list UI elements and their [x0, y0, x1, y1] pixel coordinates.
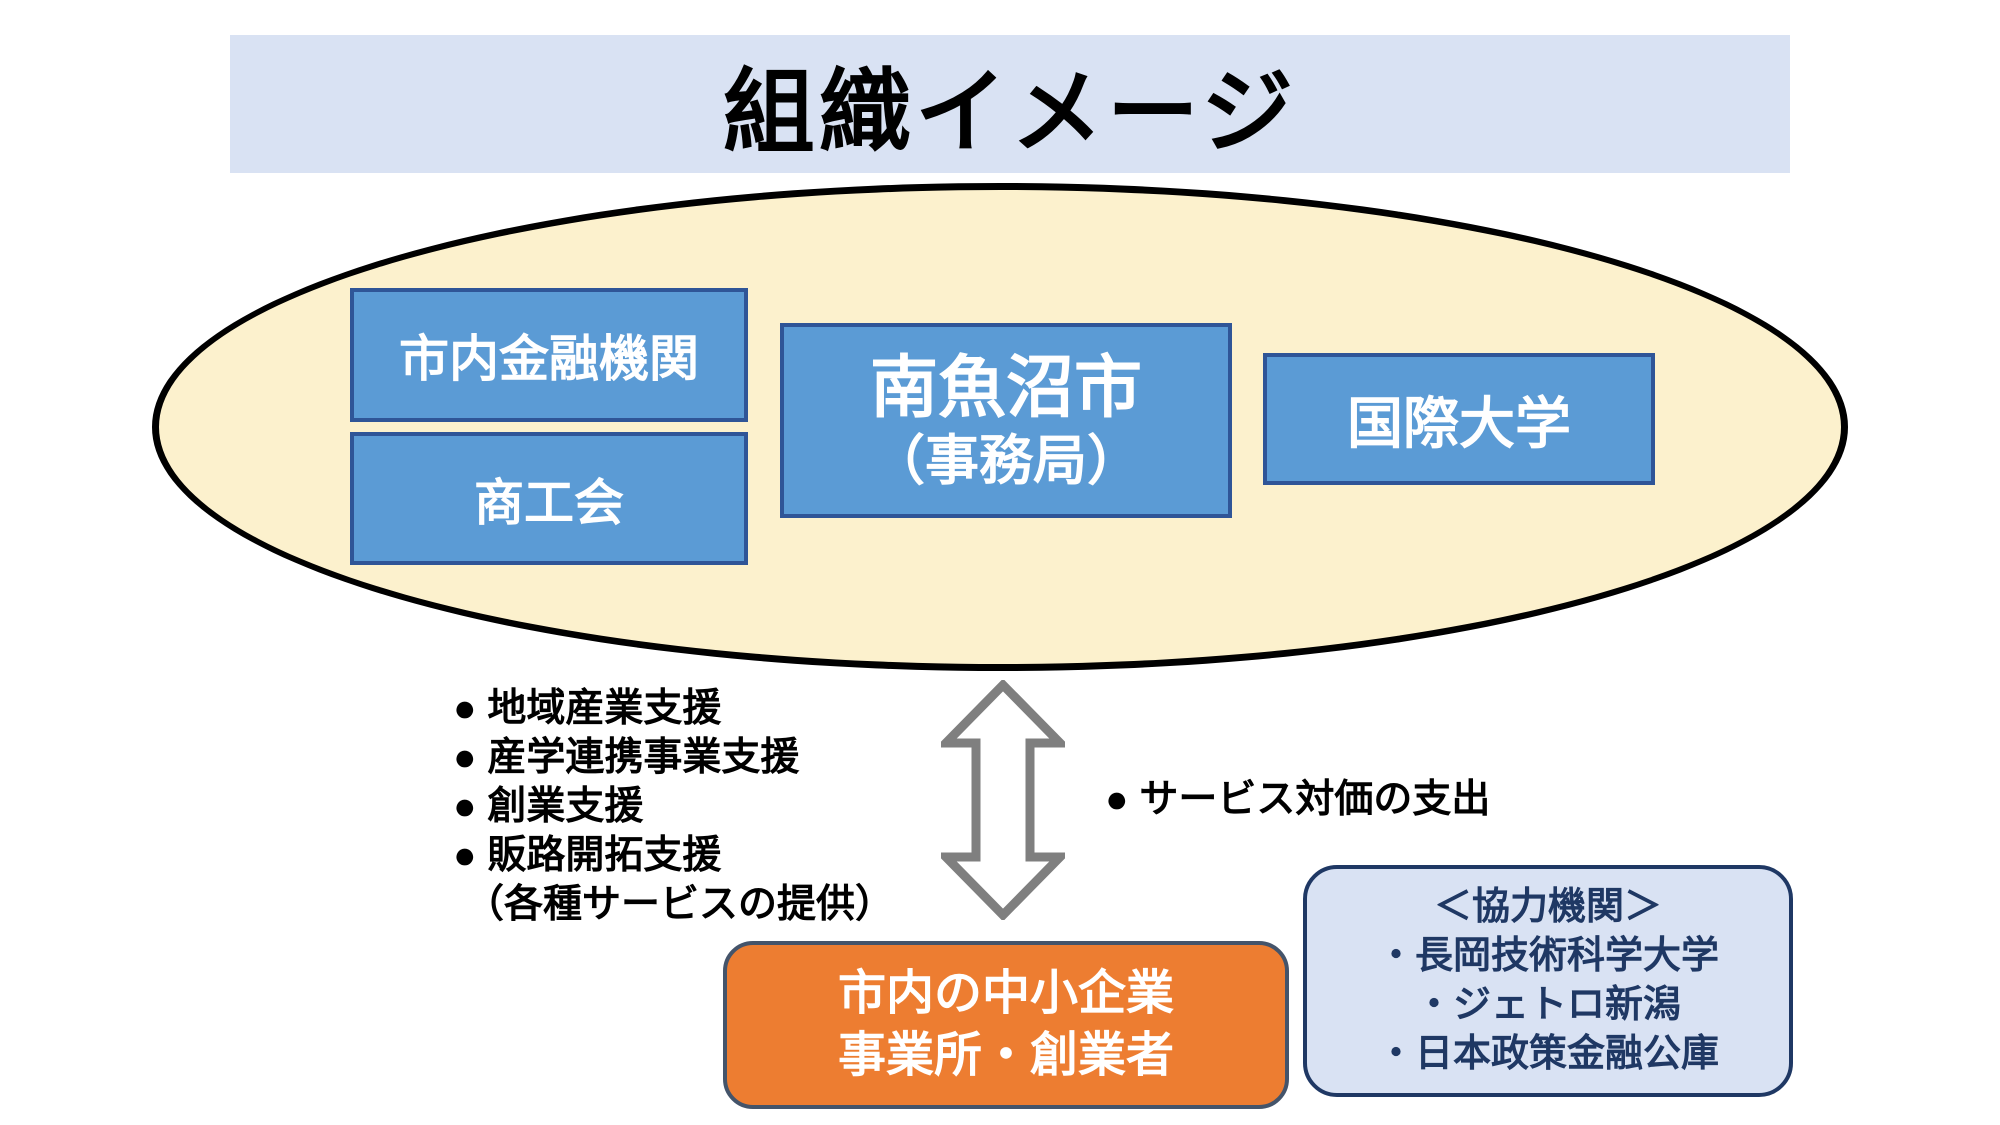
- member-box-international-university: 国際大学: [1263, 353, 1655, 485]
- up-down-arrow-icon: [941, 680, 1065, 920]
- member-box-city-financial-institutions: 市内金融機関: [350, 288, 748, 422]
- member-box-label: 商工会: [474, 474, 624, 531]
- page-title: 組織イメージ: [722, 61, 1298, 164]
- member-box-label-line2: （事務局）: [871, 430, 1141, 491]
- partner-item: ・長岡技術科学大学: [1376, 935, 1719, 977]
- member-box-label: 市内金融機関: [399, 331, 699, 387]
- service-item: ● 地域産業支援: [453, 687, 722, 730]
- services-bullet-list: ● 地域産業支援 ● 産学連携事業支援 ● 創業支援 ● 販路開拓支援 （各種サ…: [453, 684, 894, 929]
- partners-box-title: ＜協力機関＞: [1433, 886, 1662, 928]
- title-bar: 組織イメージ: [230, 35, 1790, 173]
- service-note: （各種サービスの提供）: [465, 883, 895, 926]
- sme-box-line1: 市内の中小企業: [837, 967, 1174, 1020]
- service-item: ● 産学連携事業支援: [453, 736, 800, 779]
- member-box-label-line1: 南魚沼市: [869, 349, 1142, 426]
- sme-founders-box: 市内の中小企業 事業所・創業者: [723, 941, 1289, 1109]
- member-box-chamber-of-commerce: 商工会: [350, 432, 748, 565]
- service-item: ● 販路開拓支援: [453, 834, 722, 877]
- member-box-minamiuonuma-city-secretariat: 南魚沼市 （事務局）: [780, 323, 1232, 518]
- partner-item: ・ジェトロ新潟: [1414, 984, 1681, 1026]
- payment-bullet: ● サービス対価の支出: [1105, 778, 1491, 821]
- partner-item: ・日本政策金融公庫: [1376, 1033, 1719, 1075]
- partner-organizations-box: ＜協力機関＞ ・長岡技術科学大学 ・ジェトロ新潟 ・日本政策金融公庫: [1303, 865, 1793, 1097]
- member-box-label: 国際大学: [1347, 391, 1571, 455]
- service-item: ● 創業支援: [453, 785, 644, 828]
- sme-box-line2: 事業所・創業者: [837, 1029, 1174, 1082]
